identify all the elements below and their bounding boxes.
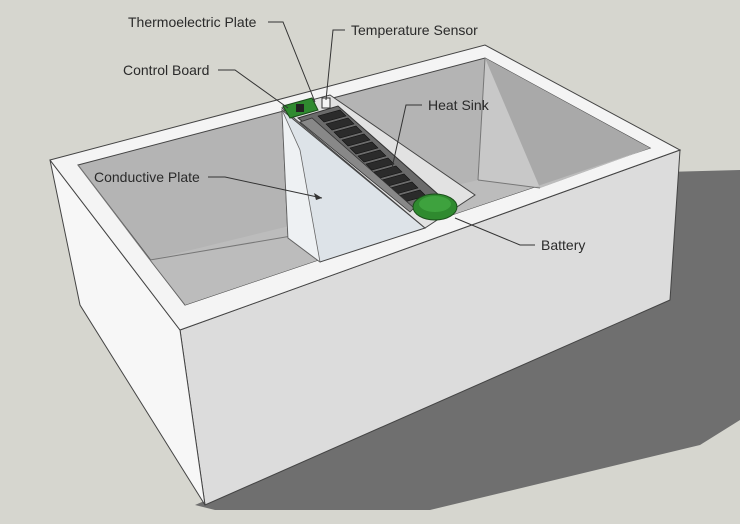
conductive-plate-arrowhead — [314, 193, 322, 200]
label-heat-sink: Heat Sink — [428, 97, 489, 113]
label-battery: Battery — [541, 237, 586, 253]
battery-top — [419, 196, 451, 212]
leader-thermoelectric-plate — [268, 21, 316, 103]
leader-heat-sink — [391, 104, 422, 169]
label-control-board: Control Board — [123, 62, 210, 78]
label-thermoelectric-plate: Thermoelectric Plate — [128, 14, 257, 30]
label-conductive-plate: Conductive Plate — [94, 169, 200, 185]
interior-back-wall-light — [478, 58, 540, 188]
leader-lines — [208, 21, 535, 246]
conductive-plate-edge — [281, 109, 321, 263]
ground-shadow — [195, 170, 740, 510]
leader-conductive-plate — [208, 176, 323, 199]
heat-sink-fins — [317, 109, 427, 203]
leader-battery — [454, 217, 535, 246]
leader-temperature-sensor — [325, 29, 345, 101]
leader-control-board — [218, 69, 289, 109]
control-board-chip — [296, 104, 304, 112]
label-temperature-sensor: Temperature Sensor — [351, 22, 478, 38]
